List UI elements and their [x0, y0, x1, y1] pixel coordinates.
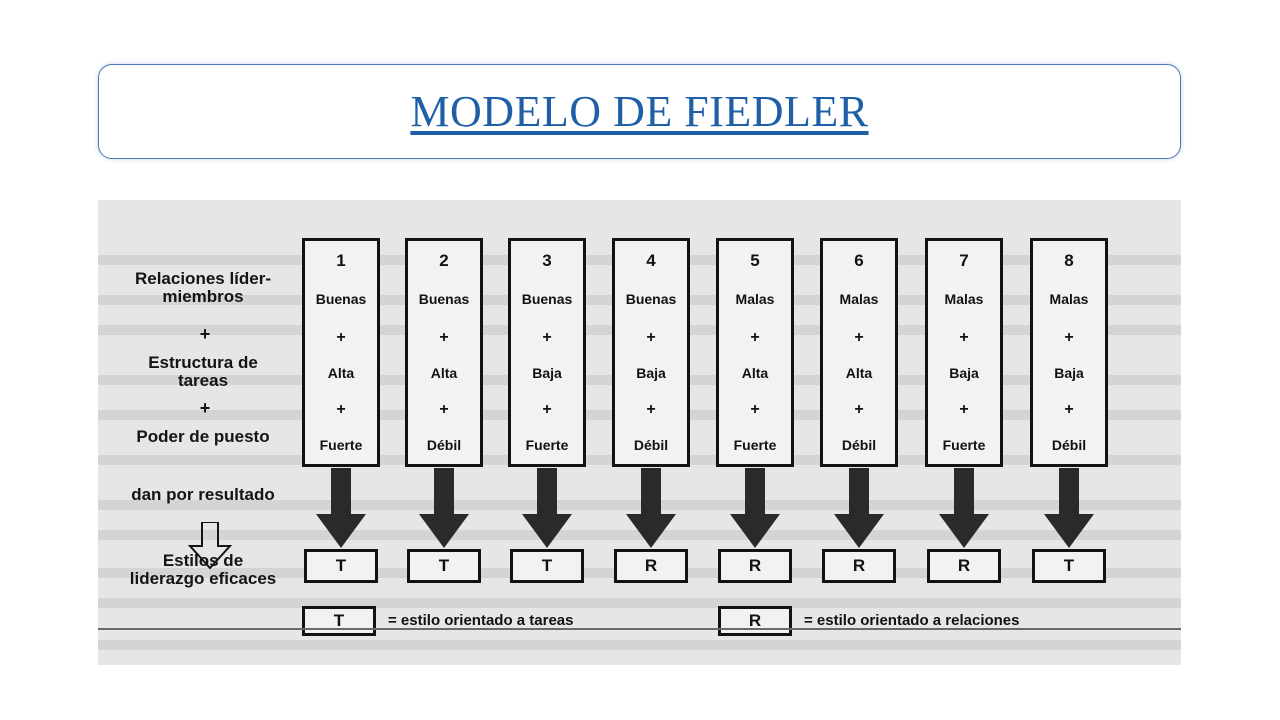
legend-t-text: = estilo orientado a tareas [388, 612, 574, 629]
style-result-label: R [852, 556, 866, 575]
style-result-label: R [748, 556, 762, 575]
style-result-label: T [1063, 556, 1075, 575]
plus-sign: + [1064, 329, 1074, 346]
estructura-value: Alta [845, 365, 873, 381]
poder-value: Débil [841, 437, 877, 453]
style-result-box: R [718, 549, 792, 583]
poder-value: Fuerte [733, 437, 777, 453]
column-number: 8 [1064, 251, 1074, 270]
down-arrow-icon [316, 468, 366, 548]
plus-sign: + [336, 329, 346, 346]
poder-value: Fuerte [319, 437, 363, 453]
legend-r-box: R [718, 606, 792, 636]
estructura-value: Baja [949, 365, 979, 381]
plus-sign: + [199, 324, 211, 344]
legend-r-text: = estilo orientado a relaciones [804, 612, 1020, 629]
plus-sign: + [542, 329, 552, 346]
estructura-value: Baja [1054, 365, 1084, 381]
plus-sign: + [646, 329, 656, 346]
hollow-down-arrow-icon [188, 522, 232, 570]
relaciones-value: Malas [944, 291, 984, 307]
estructura-value: Baja [532, 365, 562, 381]
style-result-box: T [407, 549, 481, 583]
plus-sign: + [199, 398, 211, 418]
label-estructura: Estructura de tareas [148, 353, 258, 390]
estructura-value: Alta [327, 365, 355, 381]
column-number: 1 [336, 251, 346, 270]
legend-t-box: T [302, 606, 376, 636]
plus-sign: + [854, 401, 864, 418]
column-number: 3 [542, 251, 552, 270]
label-estilos: Estilos de liderazgo eficaces [129, 551, 277, 588]
column-number: 6 [854, 251, 864, 270]
style-result-label: R [644, 556, 658, 575]
relaciones-value: Buenas [625, 291, 677, 307]
column-number: 4 [646, 251, 656, 270]
plus-sign: + [439, 401, 449, 418]
style-result-label: R [957, 556, 971, 575]
down-arrow-icon [730, 468, 780, 548]
down-arrow-icon [522, 468, 572, 548]
estructura-value: Alta [430, 365, 458, 381]
label-resultado: dan por resultado [131, 485, 275, 504]
down-arrow-icon [626, 468, 676, 548]
down-arrow-icon [939, 468, 989, 548]
plus-sign: + [542, 401, 552, 418]
poder-value: Débil [1051, 437, 1087, 453]
plus-sign: + [959, 329, 969, 346]
down-arrow-icon [834, 468, 884, 548]
plus-sign: + [336, 401, 346, 418]
relaciones-value: Malas [839, 291, 879, 307]
poder-value: Fuerte [525, 437, 569, 453]
page-title[interactable]: MODELO DE FIEDLER [410, 87, 869, 136]
plus-sign: + [439, 329, 449, 346]
label-poder: Poder de puesto [136, 427, 270, 446]
style-result-box: T [1032, 549, 1106, 583]
baseline-divider [98, 628, 1181, 630]
plus-sign: + [750, 401, 760, 418]
column-number: 7 [959, 251, 969, 270]
style-result-box: T [510, 549, 584, 583]
plus-sign: + [1064, 401, 1074, 418]
plus-sign: + [646, 401, 656, 418]
scanned-diagram: Relaciones líder-miembros + Estructura d… [98, 200, 1181, 665]
style-result-label: T [335, 556, 347, 575]
column-number: 2 [439, 251, 449, 270]
style-result-box: R [822, 549, 896, 583]
relaciones-value: Malas [735, 291, 775, 307]
down-arrow-icon [419, 468, 469, 548]
label-relaciones: Relaciones líder-miembros [134, 269, 272, 306]
poder-value: Débil [426, 437, 462, 453]
estructura-value: Alta [741, 365, 769, 381]
relaciones-value: Buenas [418, 291, 470, 307]
estructura-value: Baja [636, 365, 666, 381]
plus-sign: + [854, 329, 864, 346]
column-number: 5 [750, 251, 760, 270]
plus-sign: + [959, 401, 969, 418]
relaciones-value: Malas [1049, 291, 1089, 307]
style-result-box: R [927, 549, 1001, 583]
plus-sign: + [750, 329, 760, 346]
relaciones-value: Buenas [315, 291, 367, 307]
relaciones-value: Buenas [521, 291, 573, 307]
style-result-box: R [614, 549, 688, 583]
poder-value: Débil [633, 437, 669, 453]
title-box: MODELO DE FIEDLER [98, 64, 1181, 159]
down-arrow-icon [1044, 468, 1094, 548]
poder-value: Fuerte [942, 437, 986, 453]
style-result-box: T [304, 549, 378, 583]
style-result-label: T [438, 556, 450, 575]
style-result-label: T [541, 556, 553, 575]
